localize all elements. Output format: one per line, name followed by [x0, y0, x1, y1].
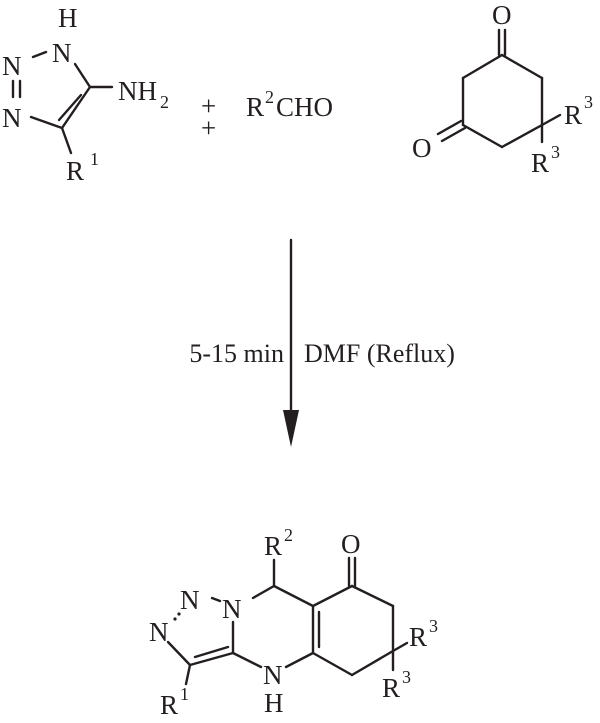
bond	[29, 115, 64, 130]
bond	[188, 651, 235, 667]
substituent-superscript: 3	[429, 616, 438, 636]
bond	[60, 126, 73, 155]
substituent-superscript: 3	[551, 142, 560, 162]
bond	[540, 113, 562, 127]
dione-bonds	[436, 28, 562, 149]
substituent-superscript: 1	[180, 684, 189, 704]
substituent-superscript: 3	[584, 92, 593, 112]
atom-label: O	[341, 529, 361, 559]
aminotriazole-bonds	[11, 50, 114, 155]
bond	[311, 584, 354, 608]
substituent-superscript: 1	[90, 149, 99, 169]
bond	[231, 651, 263, 669]
bond	[500, 53, 544, 80]
dotted-bond	[177, 612, 181, 616]
bond	[284, 651, 315, 669]
atom-label: H	[58, 3, 78, 33]
atom-label: N	[180, 585, 200, 615]
bond	[440, 126, 467, 143]
bond	[60, 85, 92, 130]
dotted-bond	[173, 617, 177, 621]
substituent-superscript: 3	[402, 667, 411, 687]
plus-sign: +	[201, 91, 216, 121]
atom-label: N	[2, 51, 22, 81]
substituent-label: R	[409, 622, 427, 652]
substituent-label: R	[264, 531, 282, 561]
atom-label: N	[263, 660, 283, 690]
bond	[184, 663, 192, 686]
bond	[500, 123, 544, 149]
bond	[436, 119, 463, 136]
bond	[350, 649, 395, 677]
bond	[391, 641, 409, 653]
bond	[57, 93, 83, 122]
amino-label: NH	[118, 76, 157, 106]
atom-label: N	[149, 617, 169, 647]
substituent-label: R	[246, 92, 264, 122]
product-bonds	[166, 556, 409, 686]
bond	[166, 640, 192, 667]
bond	[210, 596, 222, 603]
plus-sign: +	[201, 113, 216, 143]
atom-label: O	[412, 133, 432, 163]
atom-label: H	[264, 688, 284, 718]
substituent-superscript: 2	[265, 87, 274, 107]
bond	[251, 584, 276, 600]
substituent-label: R	[160, 690, 178, 720]
amino-subscript: 2	[160, 92, 169, 112]
aldehyde-formula: R 2 CHO	[246, 87, 333, 122]
atom-label: N	[2, 103, 22, 133]
substituent-label: R	[531, 148, 549, 178]
bond	[193, 645, 230, 659]
bond	[31, 50, 48, 59]
substituent-superscript: 2	[284, 525, 293, 545]
bond	[350, 584, 395, 608]
bond	[272, 584, 315, 608]
reaction-solvent: DMF (Reflux)	[304, 339, 455, 368]
atom-label: N	[52, 38, 72, 68]
aldehyde-group: CHO	[276, 92, 333, 122]
substituent-label: R	[66, 156, 84, 186]
substituent-label: R	[564, 100, 582, 130]
arrow-head	[283, 410, 299, 447]
atom-label: N	[222, 594, 242, 624]
cyclohexanedione-structure: O O R 3 R 3	[412, 0, 593, 178]
bond	[461, 123, 504, 149]
aminotriazole-structure: H N N N NH 2 R 1	[2, 3, 169, 186]
reaction-arrow	[283, 238, 299, 447]
bond	[311, 651, 354, 677]
reaction-time: 5-15 min	[189, 339, 284, 368]
atom-label: O	[492, 0, 512, 30]
product-structure: R 2 O N N N N H R 1 R 3 R 3	[149, 525, 438, 720]
bond	[73, 62, 92, 89]
substituent-label: R	[382, 673, 400, 703]
bond	[461, 53, 504, 80]
